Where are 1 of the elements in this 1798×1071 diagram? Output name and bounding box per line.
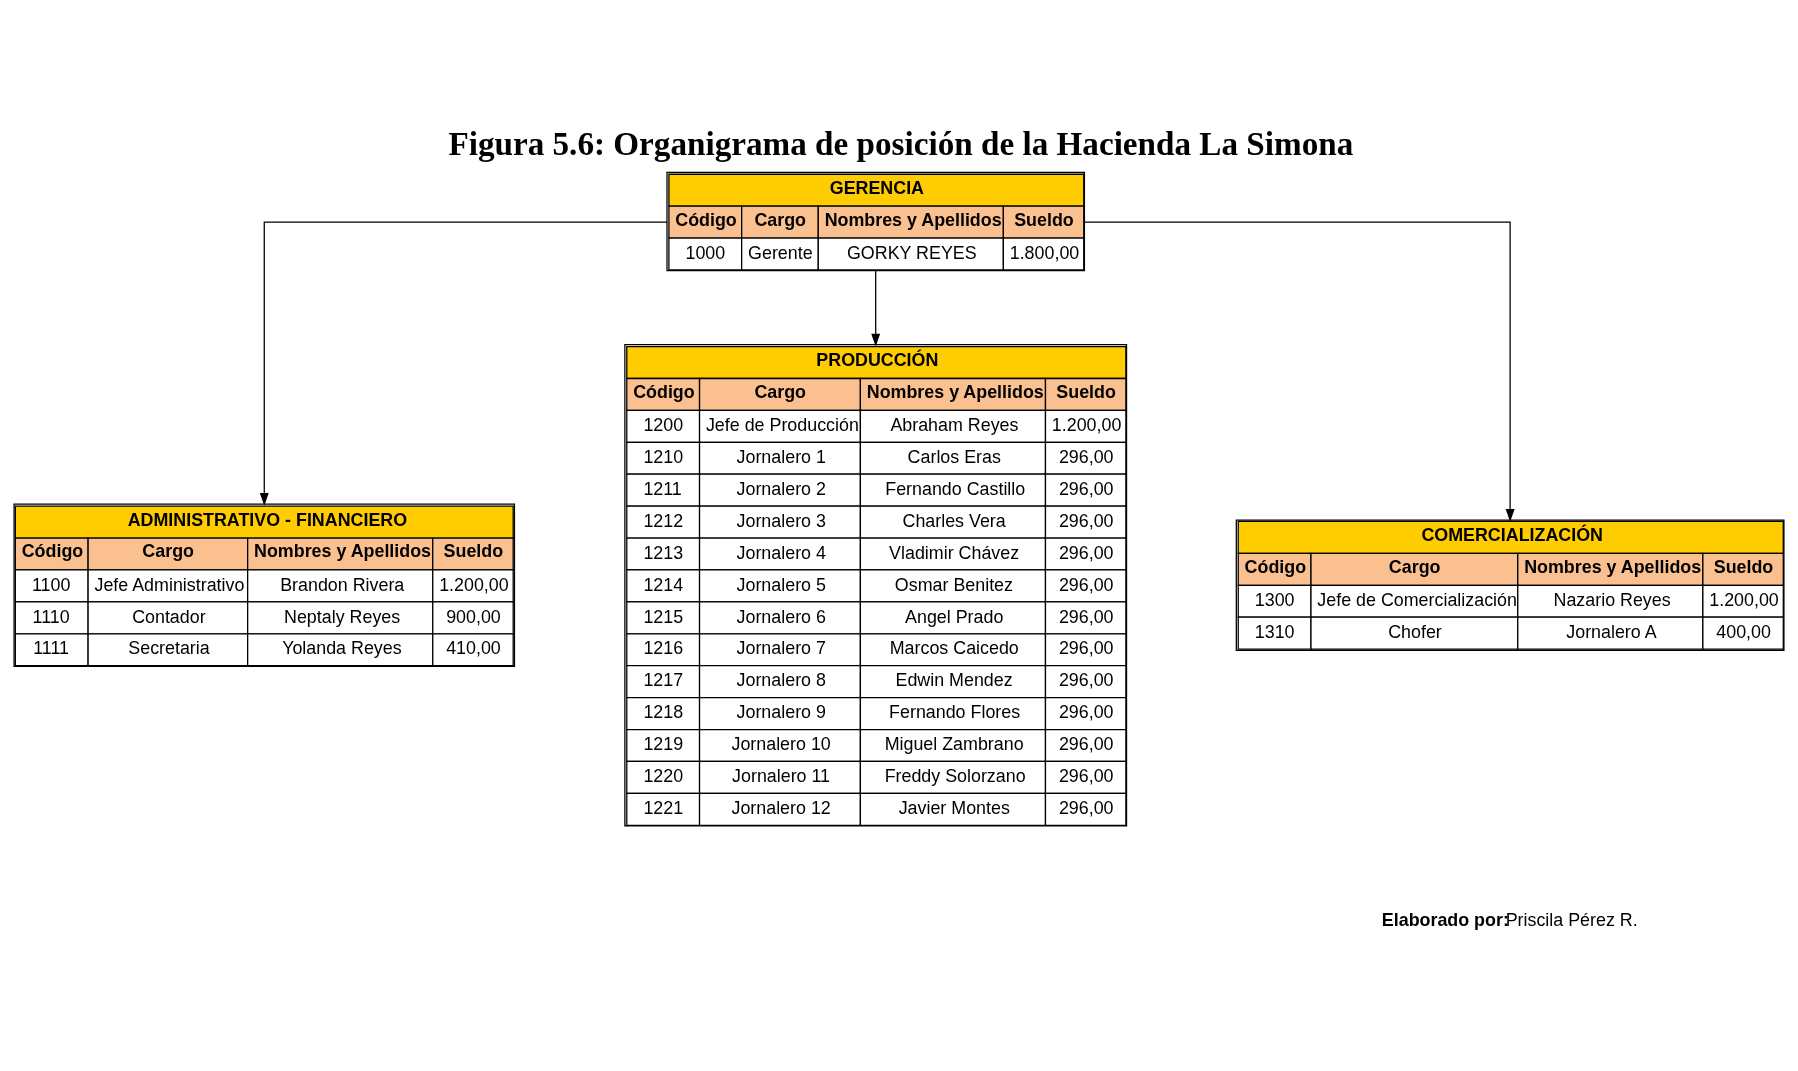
diagram-title: Figura 5.6: Organigrama de posición de la Hacienda La Simona bbox=[448, 125, 1354, 163]
